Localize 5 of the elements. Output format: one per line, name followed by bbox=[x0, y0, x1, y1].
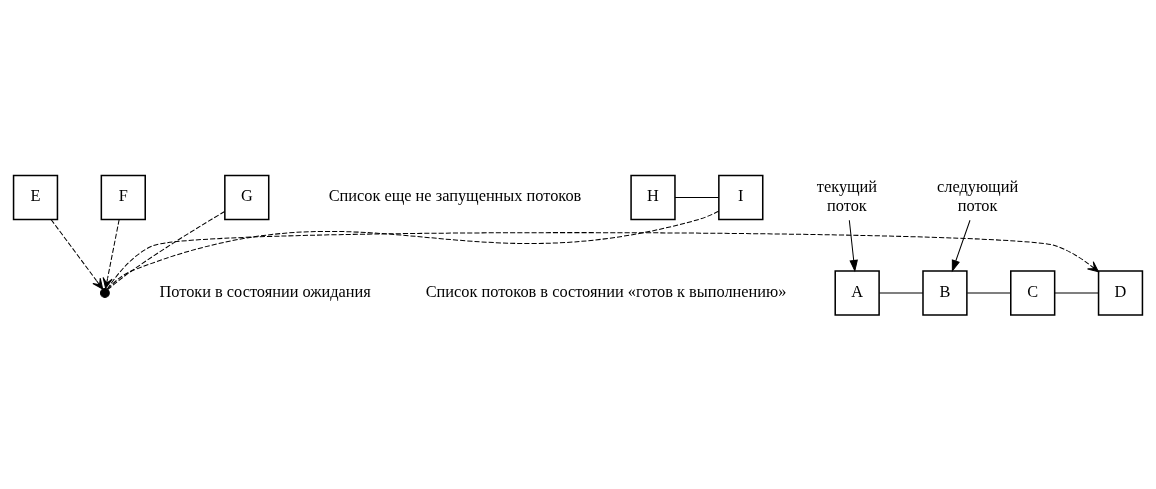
label: Список потоков в состоянии «готов к выполнению» bbox=[425, 281, 787, 301]
label: Потоки в состоянии ожидания bbox=[159, 281, 371, 301]
node-text: следующий поток bbox=[937, 176, 1019, 215]
label: Список еще не запущенных потоков bbox=[328, 185, 582, 205]
node-text: текущий поток bbox=[816, 176, 878, 215]
